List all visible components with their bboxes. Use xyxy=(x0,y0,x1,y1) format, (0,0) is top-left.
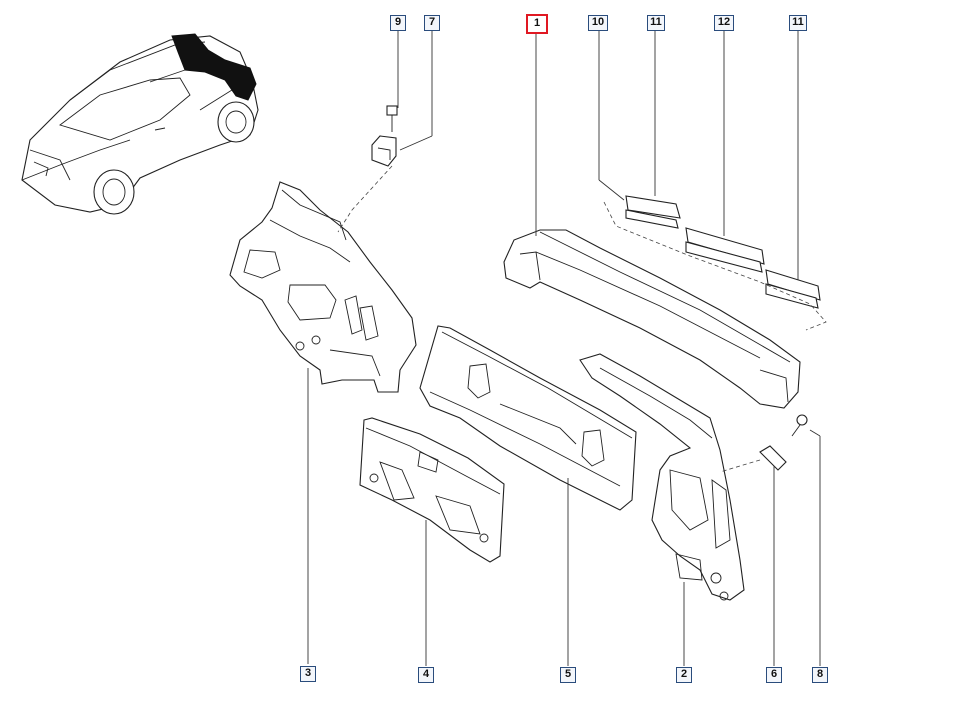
part-1-crossbeam xyxy=(503,229,801,409)
callout-10[interactable]: 10 xyxy=(588,15,608,31)
callout-leader-lines xyxy=(307,30,821,666)
callout-7[interactable]: 7 xyxy=(424,15,440,31)
part-4-lower-panel xyxy=(359,417,505,563)
callout-9[interactable]: 9 xyxy=(390,15,406,31)
callout-11-left[interactable]: 11 xyxy=(647,15,665,31)
part-3-side-panel xyxy=(229,181,417,393)
reinforcement-strips xyxy=(603,195,827,331)
callout-6[interactable]: 6 xyxy=(766,667,782,683)
callout-2[interactable]: 2 xyxy=(676,667,692,683)
part-5-rear-panel xyxy=(419,325,637,511)
callout-11-right[interactable]: 11 xyxy=(789,15,807,31)
callout-4[interactable]: 4 xyxy=(418,667,434,683)
part-2-side-panel xyxy=(579,353,745,601)
callout-3[interactable]: 3 xyxy=(300,666,316,682)
callout-5[interactable]: 5 xyxy=(560,667,576,683)
bolt-bracket-parts xyxy=(371,105,398,167)
callout-1[interactable]: 1 xyxy=(526,14,548,34)
callout-12[interactable]: 12 xyxy=(714,15,734,31)
clip-and-screw-parts xyxy=(759,414,808,471)
callout-8[interactable]: 8 xyxy=(812,667,828,683)
car-overview-illustration xyxy=(21,33,259,215)
